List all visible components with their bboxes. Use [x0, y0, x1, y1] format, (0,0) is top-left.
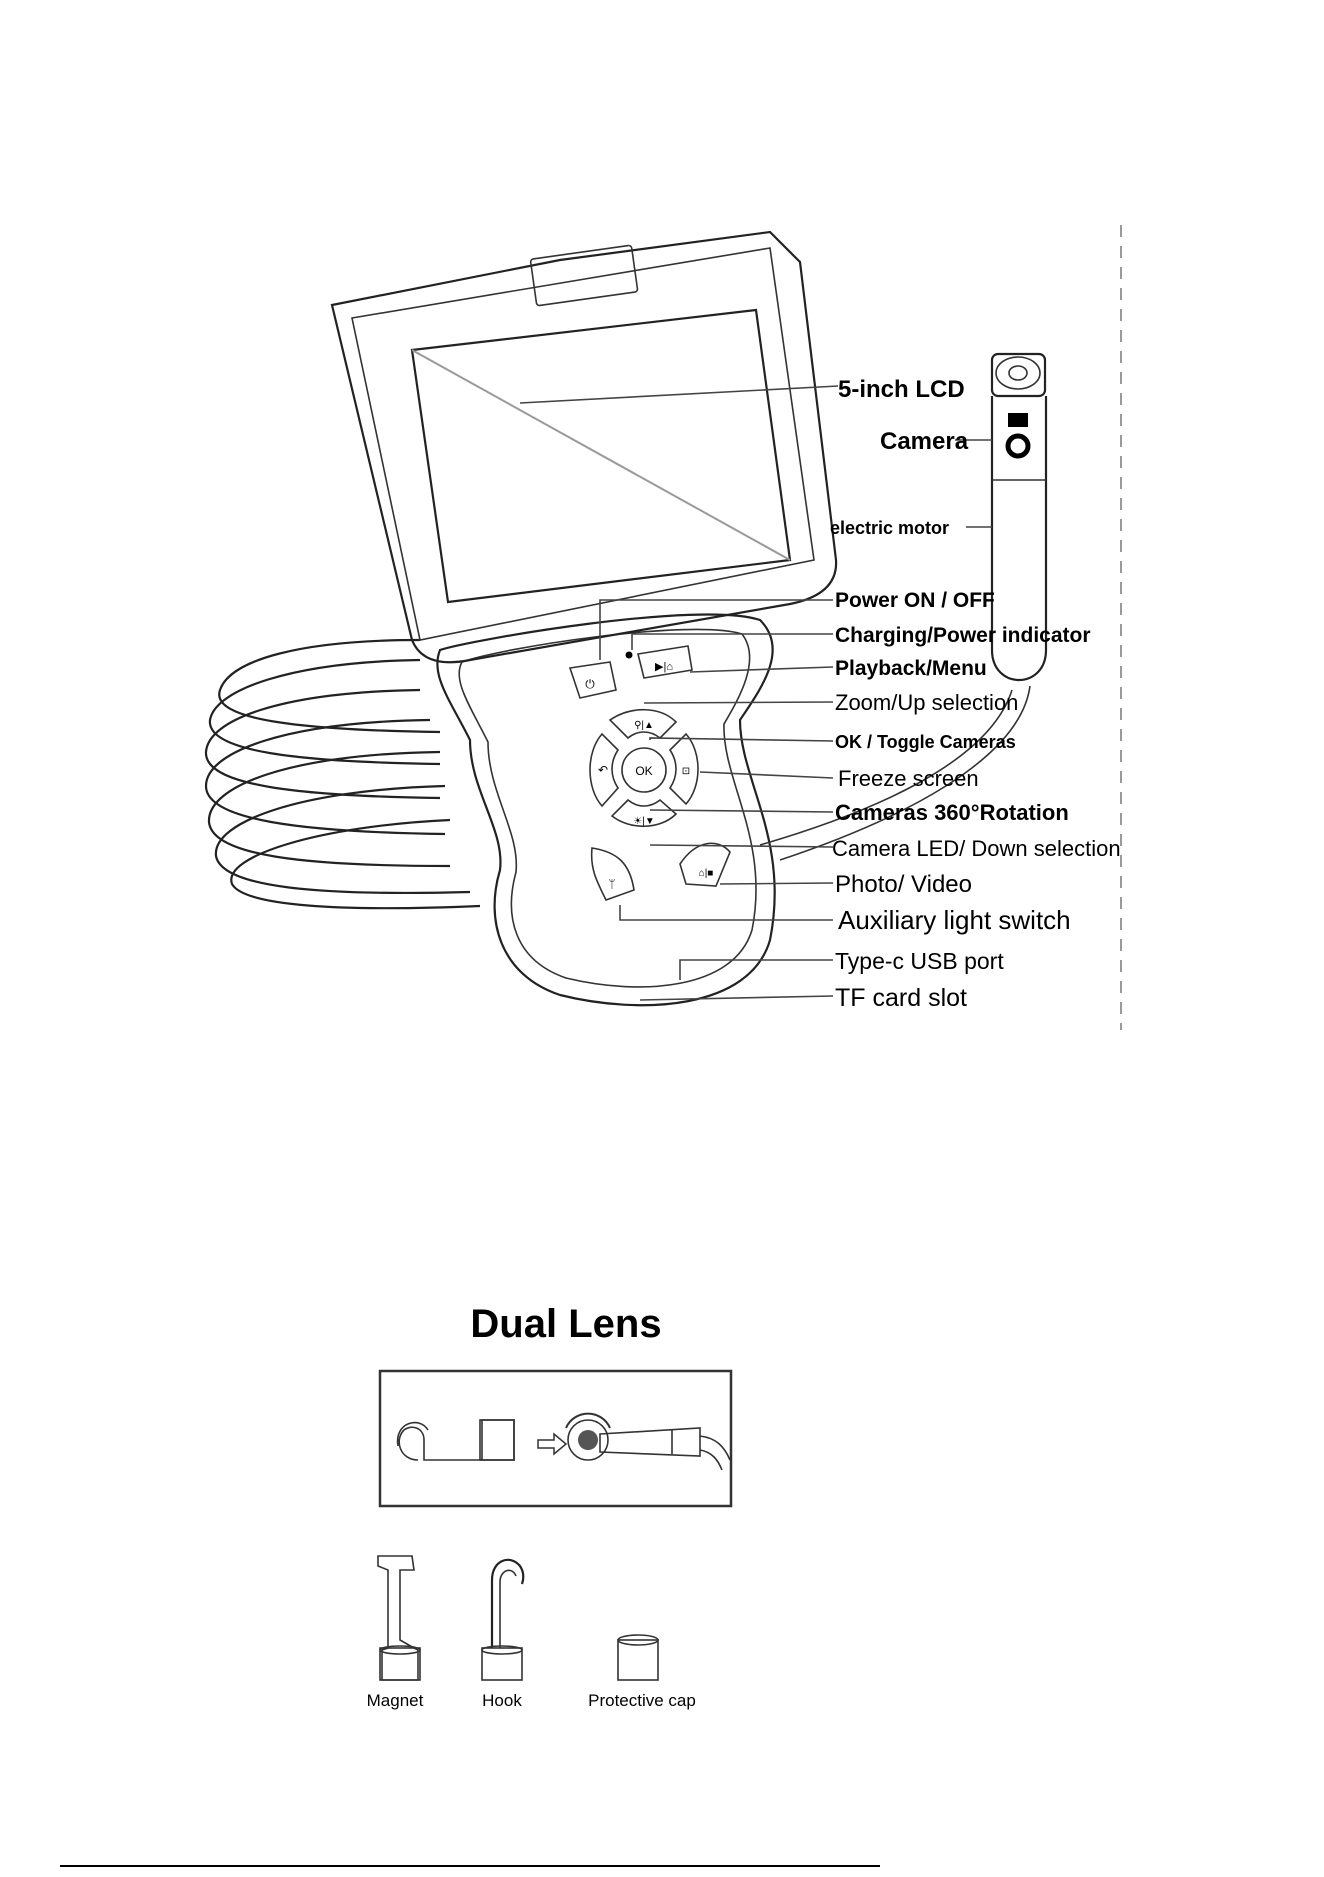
freeze-icon: ⊡ [682, 766, 690, 777]
label-photo-video: Photo/ Video [835, 871, 972, 898]
label-usb: Type-c USB port [835, 948, 1004, 974]
accessory-label-protective-cap: Protective cap [588, 1691, 696, 1710]
label-charging: Charging/Power indicator [835, 624, 1091, 647]
lcd-housing [330, 230, 838, 664]
camera-probe [759, 352, 1048, 861]
playback-icon: ▶|⌂ [655, 661, 673, 673]
accessories: Magnet Hook Protective cap [367, 1555, 696, 1710]
magnet-accessory [377, 1555, 421, 1681]
label-camera-led: Camera LED/ Down selection [832, 836, 1121, 861]
label-freeze: Freeze screen [838, 766, 979, 791]
label-aux-light: Auxiliary light switch [838, 905, 1071, 935]
controller-handle: ⏻ ▶|⌂ ⚲|▲ ⊡ ☀|▼ ↶ OK ᛘ ⌂|■ [436, 613, 776, 1007]
protective-cap-accessory [617, 1634, 659, 1681]
accessory-label-magnet: Magnet [367, 1691, 424, 1710]
device-labels: 5-inch LCD Camera electric motor Power O… [830, 376, 1121, 1012]
dual-lens-title: Dual Lens [470, 1302, 661, 1346]
label-zoom: Zoom/Up selection [835, 690, 1018, 715]
label-lcd: 5-inch LCD [838, 376, 965, 403]
label-motor: electric motor [830, 518, 949, 538]
ok-button-label: OK [635, 764, 652, 778]
label-tf: TF card slot [835, 984, 967, 1012]
back-icon: ↶ [598, 763, 608, 777]
label-playback: Playback/Menu [835, 657, 987, 680]
aux-light-icon: ᛘ [608, 877, 615, 891]
charging-indicator-dot [625, 651, 633, 659]
led-down-icon: ☀|▼ [633, 816, 654, 827]
label-ok: OK / Toggle Cameras [835, 732, 1016, 752]
coiled-cable [204, 638, 481, 910]
ok-button[interactable] [621, 747, 667, 793]
label-rotation: Cameras 360°Rotation [835, 800, 1069, 825]
zoom-up-icon: ⚲|▲ [634, 720, 654, 731]
photo-video-icon: ⌂|■ [699, 868, 714, 879]
lens-attach-box [378, 1369, 733, 1508]
label-camera: Camera [880, 428, 969, 455]
accessory-label-hook: Hook [482, 1691, 522, 1710]
leader-lines [519, 385, 992, 1001]
hook-accessory [481, 1558, 525, 1681]
power-icon: ⏻ [585, 677, 595, 691]
label-power: Power ON / OFF [835, 589, 995, 612]
